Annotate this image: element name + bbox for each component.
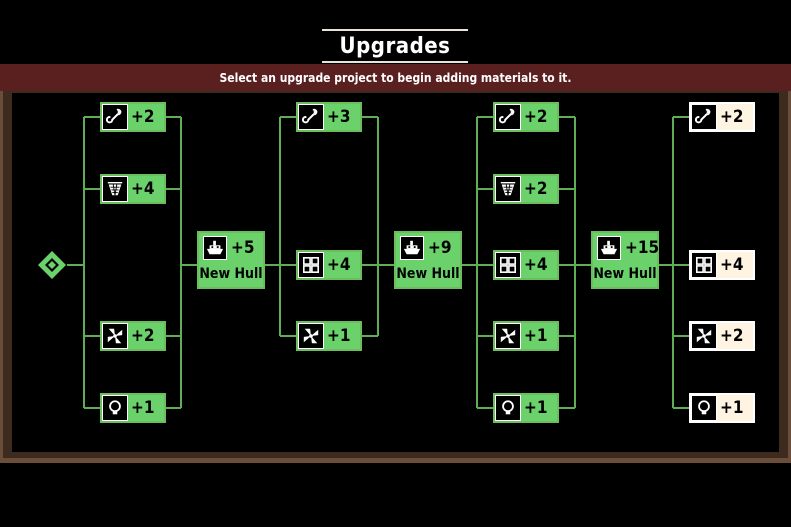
ship-icon [597, 236, 621, 260]
upgrade-amount: +2 [720, 325, 744, 346]
upgrade-amount: +2 [524, 178, 548, 199]
rod-icon [691, 104, 717, 130]
upgrade-node-light[interactable]: +1 [100, 393, 166, 423]
upgrade-node-new-hull[interactable]: +15 New Hull [591, 231, 659, 289]
engine-icon [691, 323, 717, 349]
light-icon [102, 395, 128, 421]
ship-icon [400, 236, 424, 260]
upgrade-amount: +9 [428, 238, 452, 258]
title-rule-top [322, 29, 468, 31]
upgrade-node-storage-locked[interactable]: +4 [689, 250, 755, 280]
upgrade-amount: +2 [131, 106, 155, 127]
upgrade-node-storage[interactable]: +4 [296, 250, 362, 280]
upgrade-node-rod[interactable]: +3 [296, 102, 362, 132]
upgrade-node-net[interactable]: +4 [100, 174, 166, 204]
upgrade-node-light[interactable]: +1 [493, 393, 559, 423]
upgrade-node-light-locked[interactable]: +1 [689, 393, 755, 423]
engine-icon [102, 323, 128, 349]
upgrade-node-net[interactable]: +2 [493, 174, 559, 204]
storage-icon [495, 252, 521, 278]
upgrade-node-rod[interactable]: +2 [493, 102, 559, 132]
upgrade-amount: +1 [524, 397, 548, 418]
upgrade-amount: +2 [524, 106, 548, 127]
net-icon [102, 176, 128, 202]
rod-icon [495, 104, 521, 130]
upgrade-amount: +1 [524, 325, 548, 346]
upgrade-amount: +3 [327, 106, 351, 127]
rod-icon [102, 104, 128, 130]
engine-icon [495, 323, 521, 349]
upgrade-node-rod[interactable]: +2 [100, 102, 166, 132]
ship-icon [203, 236, 227, 260]
upgrade-amount: +1 [327, 325, 351, 346]
upgrade-amount: +4 [327, 254, 351, 275]
title-rule-bottom [322, 61, 468, 63]
upgrade-amount: +1 [720, 397, 744, 418]
engine-icon [298, 323, 324, 349]
upgrade-amount: +4 [131, 178, 155, 199]
storage-icon [298, 252, 324, 278]
light-icon [495, 395, 521, 421]
upgrade-node-storage[interactable]: +4 [493, 250, 559, 280]
hull-label: New Hull [199, 266, 263, 282]
upgrade-amount: +4 [720, 254, 744, 275]
page-title: Upgrades [339, 33, 451, 59]
hull-label: New Hull [396, 266, 460, 282]
light-icon [691, 395, 717, 421]
upgrade-node-rod-locked[interactable]: +2 [689, 102, 755, 132]
upgrade-amount: +2 [131, 325, 155, 346]
upgrade-node-new-hull[interactable]: +9 New Hull [394, 231, 462, 289]
diamond-icon [38, 251, 66, 279]
upgrade-amount: +5 [231, 238, 255, 258]
storage-icon [691, 252, 717, 278]
instruction-text: Select an upgrade project to begin addin… [219, 70, 572, 85]
upgrade-node-engine-locked[interactable]: +2 [689, 321, 755, 351]
upgrade-node-engine[interactable]: +1 [493, 321, 559, 351]
net-icon [495, 176, 521, 202]
instruction-banner: Select an upgrade project to begin addin… [0, 64, 791, 91]
hull-label: New Hull [593, 266, 657, 282]
upgrade-amount: +15 [625, 238, 660, 258]
upgrade-amount: +2 [720, 106, 744, 127]
rod-icon [298, 104, 324, 130]
upgrade-node-new-hull[interactable]: +5 New Hull [197, 231, 265, 289]
upgrade-amount: +1 [131, 397, 155, 418]
upgrade-amount: +4 [524, 254, 548, 275]
upgrade-node-engine[interactable]: +1 [296, 321, 362, 351]
title-plate: Upgrades [322, 29, 468, 63]
tree-start-node [37, 250, 67, 280]
upgrade-node-engine[interactable]: +2 [100, 321, 166, 351]
